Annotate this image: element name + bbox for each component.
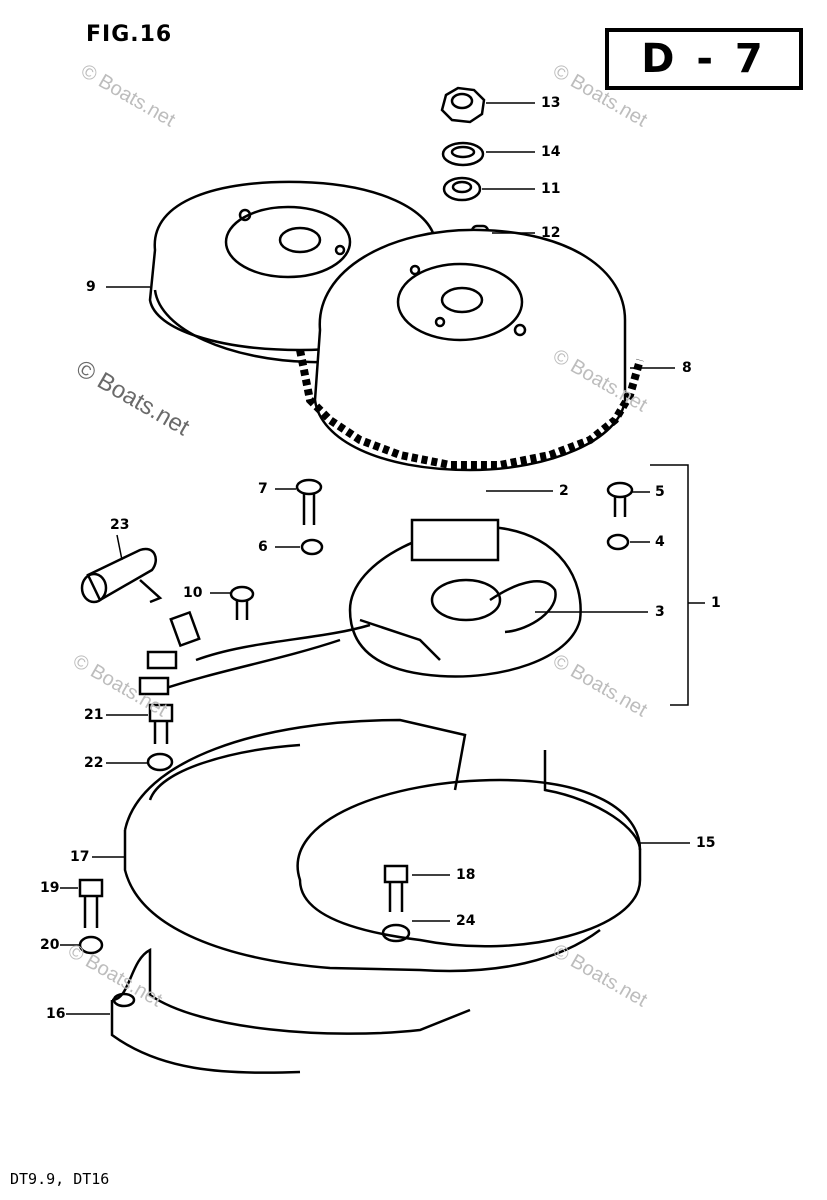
washer-4 [606, 533, 630, 551]
cover-17 [123, 718, 601, 973]
callout-8: 8 [682, 360, 692, 376]
callout-22: 22 [84, 755, 104, 771]
bolt-18 [383, 864, 409, 912]
callout-10: 10 [183, 585, 203, 601]
callout-24: 24 [456, 913, 476, 929]
callout-13: 13 [541, 95, 561, 111]
callout-7: 7 [258, 481, 268, 497]
screw-7 [295, 478, 323, 525]
callout-4: 4 [655, 534, 665, 550]
callout-9: 9 [86, 279, 96, 295]
callout-16: 16 [46, 1006, 66, 1022]
callout-17: 17 [70, 849, 90, 865]
callout-19: 19 [40, 880, 60, 896]
nut-13 [440, 86, 486, 124]
screw-5 [606, 481, 634, 517]
washer-22 [146, 752, 174, 772]
callout-3: 3 [655, 604, 665, 620]
callout-21: 21 [84, 707, 104, 723]
callout-20: 20 [40, 937, 60, 953]
bolt-19 [78, 878, 104, 928]
washer-11 [442, 176, 482, 202]
bolt-21 [148, 703, 174, 744]
callout-6: 6 [258, 539, 268, 555]
flywheel-8 [296, 228, 644, 472]
callout-2: 2 [559, 483, 569, 499]
callout-23: 23 [110, 517, 130, 533]
callout-12: 12 [541, 225, 561, 241]
model-list: DT9.9, DT16 [10, 1170, 110, 1188]
sleeve-23 [80, 547, 163, 604]
screw-10 [229, 585, 255, 620]
figure-label: FIG.16 [86, 22, 173, 47]
stator-plate-1 [348, 518, 582, 678]
callout-1: 1 [711, 595, 721, 611]
base-16 [110, 947, 471, 1074]
callout-14: 14 [541, 144, 561, 160]
washer-6 [300, 538, 324, 556]
callout-5: 5 [655, 484, 665, 500]
lock-washer-14 [441, 141, 485, 167]
page-code-box: D - 7 [605, 28, 803, 90]
callout-18: 18 [456, 867, 476, 883]
callout-11: 11 [541, 181, 561, 197]
callout-15: 15 [696, 835, 716, 851]
washer-24 [381, 923, 411, 943]
wire-harness [195, 623, 371, 662]
